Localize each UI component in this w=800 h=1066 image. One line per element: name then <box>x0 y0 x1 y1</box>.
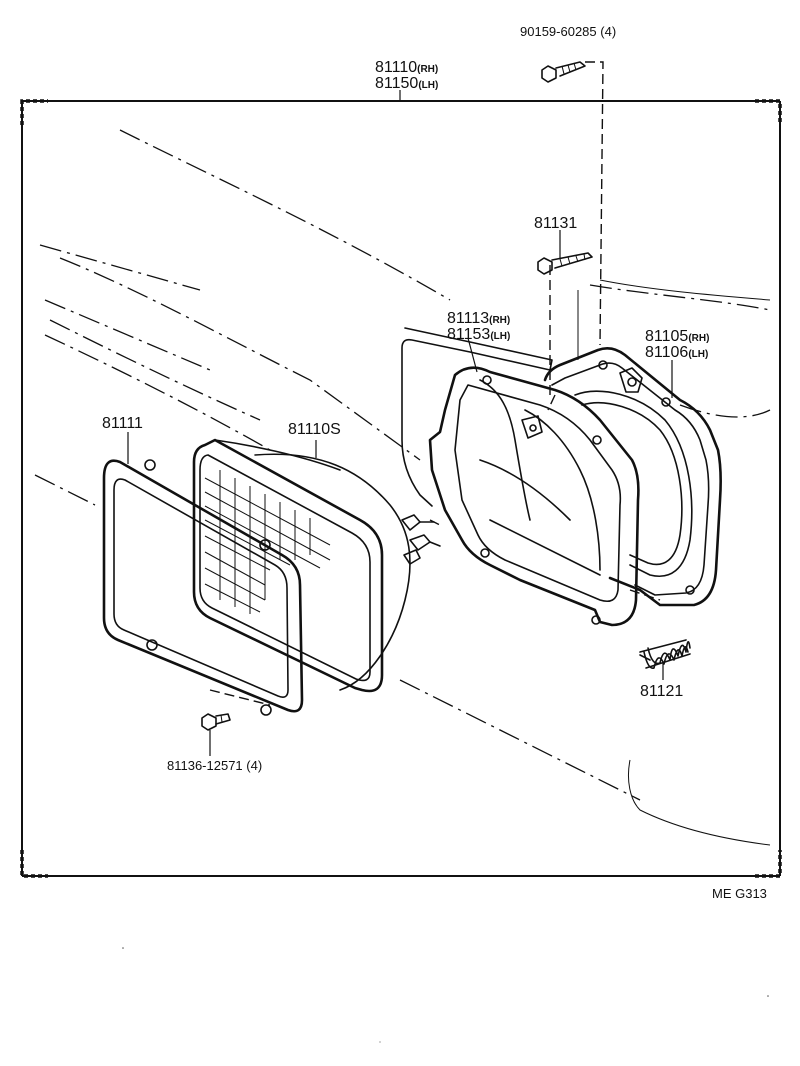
screw-mid-icon <box>537 252 593 275</box>
sealed-beam-icon <box>192 438 441 693</box>
mount-ring-label-lh: 81153(LH) <box>447 326 510 343</box>
retaining-ring-label: 81111 <box>102 415 143 432</box>
lens-pattern <box>204 470 331 614</box>
leader-lines <box>127 90 673 756</box>
diagram-code: ME G313 <box>712 886 767 901</box>
diagram-frame <box>20 99 782 878</box>
scan-specks <box>122 947 769 1043</box>
housing-label-lh: 81106(LH) <box>645 344 708 361</box>
mount-ring-label-rh: 81113(RH) <box>447 310 510 327</box>
screw-top-icon <box>541 61 586 83</box>
body-phantom-lines <box>34 129 771 846</box>
sealed-beam-label: 81110S <box>288 421 341 438</box>
screw-mid-label: 81131 <box>534 215 577 232</box>
screw-bottom-icon <box>201 713 231 731</box>
assembly-label-lh: 81150(LH) <box>375 75 438 92</box>
screw-top-label: 90159-60285 (4) <box>520 24 616 39</box>
screw-bottom-label: 81136-12571 (4) <box>167 758 262 773</box>
spring-label: 81121 <box>640 683 683 700</box>
part-labels: 90159-60285 (4) 81110(RH) 81150(LH) 8113… <box>102 24 767 901</box>
housing-icon <box>543 347 722 607</box>
mounting-ring-icon <box>401 327 640 627</box>
housing-label-rh: 81105(RH) <box>645 328 709 345</box>
retaining-ring-icon <box>102 459 304 716</box>
assembly-label-rh: 81110(RH) <box>375 59 438 76</box>
spring-icon <box>639 639 691 669</box>
connector-terminals-icon <box>401 514 441 565</box>
